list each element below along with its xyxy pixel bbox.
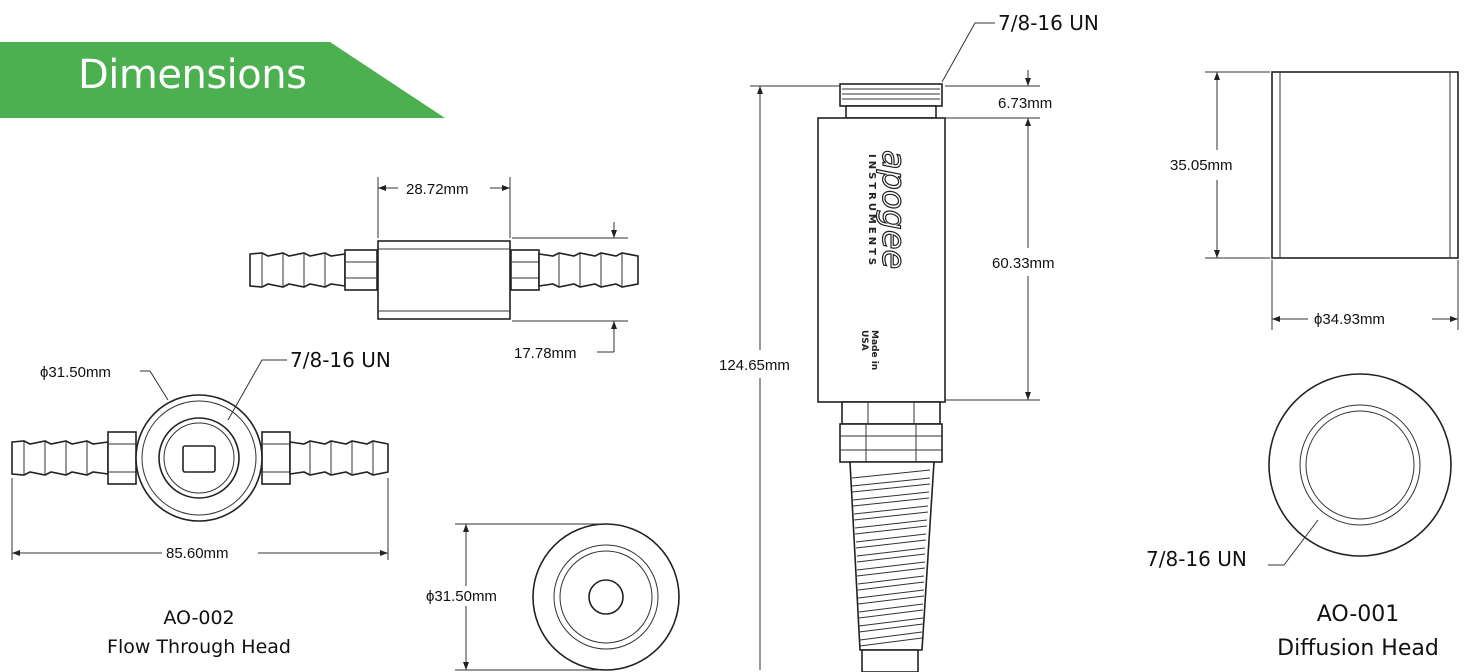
flow-head-width-label: 28.72mm (406, 181, 469, 198)
logo-subtext: INSTRUMENTS (866, 154, 877, 268)
diffusion-head-diameter-label: ϕ34.93mm (1314, 311, 1385, 328)
flow-head-diameter-label: ϕ31.50mm (40, 364, 111, 381)
flow-head-length-label: 85.60mm (166, 545, 229, 562)
flow-head-model: AO-002 (163, 607, 234, 629)
made-in-label: Made in USA (859, 330, 879, 370)
diffusion-head-model: AO-001 (1317, 602, 1400, 627)
flow-head-top-view (249, 177, 639, 353)
apogee-logo: apogee INSTRUMENTS (866, 149, 914, 269)
sensor-body-length-label: 60.33mm (992, 255, 1055, 272)
sensor-thread-height-label: 6.73mm (998, 95, 1052, 112)
flow-head-end-view (455, 523, 680, 671)
diffusion-head-side-view (1205, 71, 1459, 330)
title-banner (0, 42, 445, 118)
flow-head-thread-label: 7/8-16 UN (290, 348, 391, 372)
made-in-line1: Made in (869, 330, 879, 370)
diffusion-head-end-view (1268, 373, 1452, 566)
diffusion-head-name: Diffusion Head (1277, 636, 1439, 661)
sensor-total-length-label: 124.65mm (719, 357, 790, 374)
diffusion-head-thread-label: 7/8-16 UN (1146, 547, 1247, 571)
sensor-body (750, 22, 1040, 672)
made-in-line2: USA (859, 330, 869, 351)
flow-head-end-diameter-label: ϕ31.50mm (426, 588, 497, 605)
diffusion-head-height-label: 35.05mm (1170, 157, 1233, 174)
logo-text: apogee (875, 150, 913, 269)
flow-head-height-label: 17.78mm (514, 345, 577, 362)
flow-head-front-view (11, 359, 389, 560)
flow-head-name: Flow Through Head (107, 636, 291, 658)
sensor-thread-label: 7/8-16 UN (998, 11, 1099, 35)
page-title: Dimensions (78, 52, 307, 98)
